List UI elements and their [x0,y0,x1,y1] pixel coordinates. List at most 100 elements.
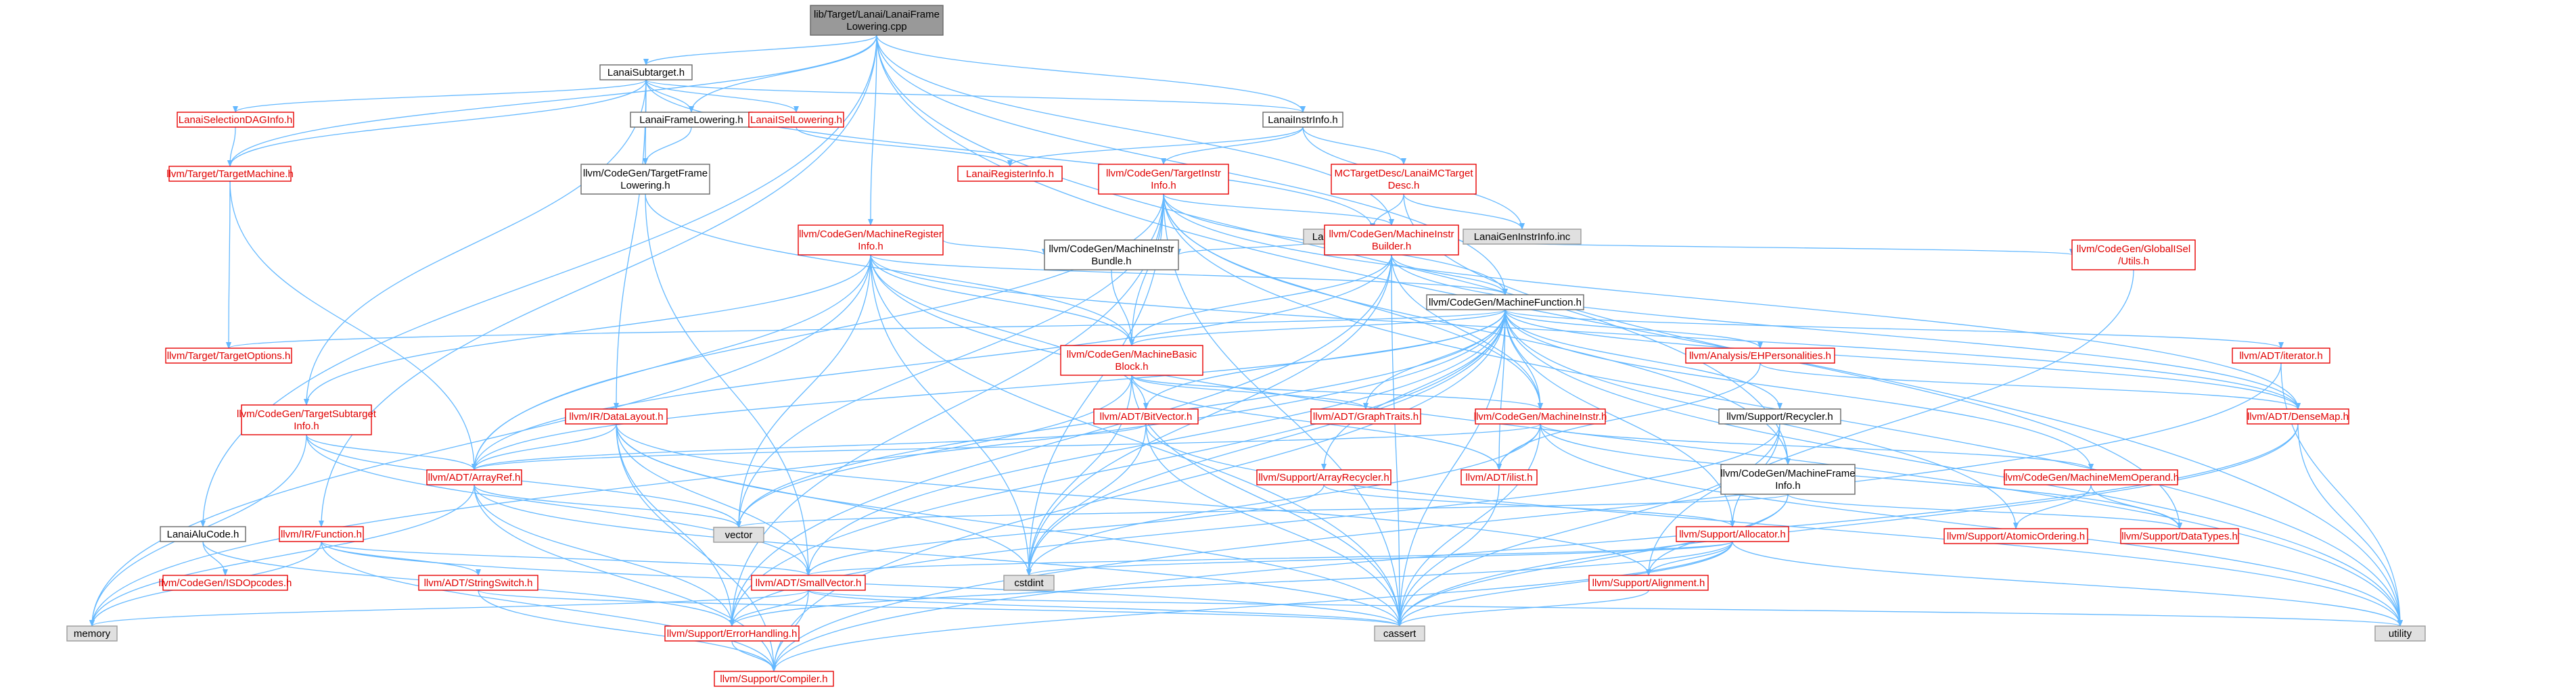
node-framelowering_h[interactable]: LanaiFrameLowering.h [630,112,753,128]
edge-smallvector-to-memory [89,590,809,627]
node-box [2374,625,2426,642]
edge-root-to-instrinfo [876,34,1306,113]
node-selldaginfo[interactable]: LanaiSelectionDAGInfo.h [177,112,294,128]
node-targetoptions[interactable]: llvm/Target/TargetOptions.h [165,348,292,364]
node-label: cassert [1383,628,1417,640]
node-reginfo[interactable]: LanaiRegisterInfo.h [957,166,1063,182]
node-label: llvm/Support/AtomicOrdering.h [1947,531,2085,542]
edge-smallvector-to-utility [808,590,2403,627]
edge-datalayout-to-alignment [616,423,1651,576]
node-geninstr[interactable]: LanaiGenInstrInfo.inc [1463,229,1582,245]
node-atomicordering[interactable]: llvm/Support/AtomicOrdering.h [1944,528,2088,544]
node-label: llvm/Target/TargetOptions.h [167,350,291,362]
node-isdopcodes[interactable]: llvm/CodeGen/ISDOpcodes.h [159,575,292,591]
node-recycler[interactable]: llvm/Support/Recycler.h [1718,408,1841,425]
edge-targetmachine-to-targetoptions [226,181,232,349]
node-box [664,625,800,642]
edge-mfunction-to-allocator [1504,309,1735,527]
node-compiler[interactable]: llvm/Support/Compiler.h [714,671,834,687]
node-targetmachine[interactable]: llvm/Target/TargetMachine.h [166,166,294,182]
node-utility[interactable]: utility [2374,625,2426,642]
edge-smallvector-to-errorhandling [729,590,809,627]
node-smallvector[interactable]: llvm/ADT/SmallVector.h [751,575,866,591]
node-label: llvm/ADT/ArrayRef.h [428,472,521,483]
node-mfunction[interactable]: llvm/CodeGen/MachineFunction.h [1426,294,1584,310]
node-errorhandling[interactable]: llvm/Support/ErrorHandling.h [664,625,800,642]
edge-mreginfo-to-bitvector [870,254,1149,410]
node-label: MCTargetDesc/LanaiMCTarget [1334,168,1473,179]
node-label: llvm/Analysis/EHPersonalities.h [1689,350,1831,362]
node-datatypes[interactable]: llvm/Support/DataTypes.h [2120,528,2239,544]
node-stringswitch[interactable]: llvm/ADT/StringSwitch.h [418,575,538,591]
edge-densemap-to-cassert [1397,423,2299,627]
node-memory[interactable]: memory [66,625,118,642]
node-arrayrecycler[interactable]: llvm/Support/ArrayRecycler.h [1256,469,1392,485]
node-label: llvm/CodeGen/MachineFunction.h [1429,297,1582,308]
node-instrinfo[interactable]: LanaiInstrInfo.h [1262,112,1343,128]
node-root[interactable]: lib/Target/Lanai/LanaiFrameLowering.cpp [810,5,944,36]
edge-allocator-to-smallvector [806,541,1733,576]
node-arrayref[interactable]: llvm/ADT/ArrayRef.h [426,469,522,485]
edge-datalayout-to-smallvector [616,423,811,576]
node-label: Info.h [1775,480,1801,492]
node-box [1003,575,1055,591]
node-label: utility [2389,628,2412,640]
edge-mfunction-to-adtiterator [1504,309,2284,349]
node-box [1944,528,2088,544]
node-mmemoperand[interactable]: llvm/CodeGen/MachineMemOperand.h [2003,469,2179,485]
node-cassert[interactable]: cassert [1374,625,1425,642]
edge-mreginfo-to-minstrbundle [942,239,1047,256]
edge-mframeinfo-to-datatypes [1787,494,2182,529]
edge-mfunction-to-utility [1504,309,2403,627]
edge-root-to-aluecode [200,34,877,527]
node-subtarget[interactable]: LanaiSubtarget.h [599,64,693,80]
node-irfunction[interactable]: llvm/IR/Function.h [279,526,364,542]
node-minstr[interactable]: llvm/CodeGen/MachineInstr.h [1474,408,1607,425]
node-ehpersonalities[interactable]: llvm/Analysis/EHPersonalities.h [1685,348,1835,364]
node-box [1475,408,1606,425]
node-graphtraits[interactable]: llvm/ADT/GraphTraits.h [1310,408,1421,425]
edge-instrinfo-to-reginfo [1007,126,1304,167]
node-bitvector[interactable]: llvm/ADT/BitVector.h [1093,408,1199,425]
node-densemap[interactable]: llvm/ADT/DenseMap.h [2247,408,2349,425]
node-box [580,164,710,195]
edge-mbasicblock-to-minstr [1131,375,1543,410]
edge-densemap-to-utility [2297,423,2403,627]
edge-mfunction-to-cstdint [1026,309,1506,576]
node-isellowering[interactable]: LanaiISelLowering.h [748,112,844,128]
node-allocator[interactable]: llvm/Support/Allocator.h [1676,526,1789,542]
edge-mframeinfo-to-vector [736,494,1789,528]
edge-allocator-to-utility [1732,541,2403,627]
edge-mreginfo-to-mbasicblock [870,254,1134,346]
node-box [1060,345,1203,376]
edge-minstr-to-cstdint [1026,423,1541,576]
node-box [2071,239,2196,270]
node-aluecode[interactable]: LanaiAluCode.h [160,526,246,542]
node-box [160,526,246,542]
node-ilist[interactable]: llvm/ADT/ilist.h [1460,469,1538,485]
node-adtiterator[interactable]: llvm/ADT/iterator.h [2232,348,2330,364]
node-label: LanaiAluCode.h [167,529,239,540]
node-vector[interactable]: vector [713,527,764,543]
node-box [66,625,118,642]
node-label: LanaiInstrInfo.h [1268,114,1337,126]
node-globalisel[interactable]: llvm/CodeGen/GlobalISel/Utils.h [2071,239,2196,270]
edge-mctargetdesc-to-gensubtgt [1370,193,1404,230]
node-label: llvm/IR/Function.h [281,529,362,540]
node-alignment[interactable]: llvm/Support/Alignment.h [1588,575,1709,591]
node-datalayout[interactable]: llvm/IR/DataLayout.h [565,408,668,425]
node-cstdint[interactable]: cstdint [1003,575,1055,591]
edge-root-to-subtarget [643,34,877,66]
edge-subtarget-to-gensubtgt [645,79,1375,230]
edge-errorhandling-to-compiler [731,640,777,672]
edge-aluecode-to-isdopcodes [202,541,228,576]
